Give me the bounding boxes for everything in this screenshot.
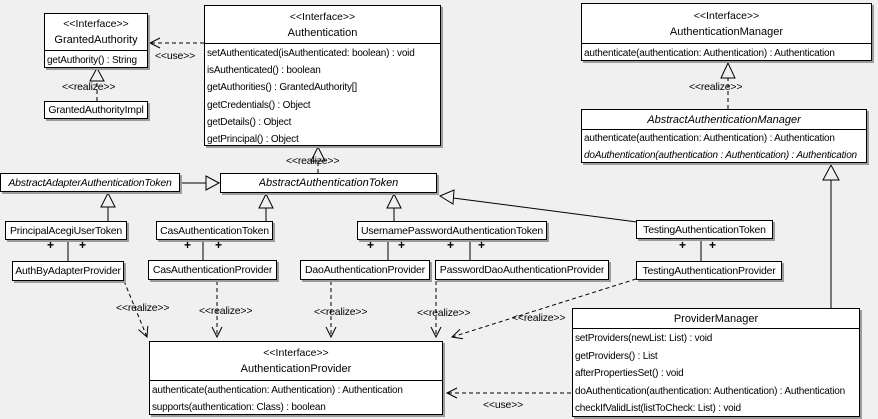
class-name: TestingAuthenticationToken: [643, 223, 766, 236]
method: getAuthorities() : GrantedAuthority[]: [207, 82, 357, 94]
assoc-plus-marker: +: [679, 238, 687, 252]
stereotype-label: <<Interface>>: [63, 18, 129, 30]
method: supports(authentication: Class) : boolea…: [152, 402, 326, 414]
class-title: <<Interface>> AuthenticationManager: [582, 4, 871, 43]
method: getAuthority() : String: [47, 55, 137, 66]
class-auth-by-adapter-provider[interactable]: AuthByAdapterProvider: [12, 261, 124, 281]
class-title: <<Interface>> GrantedAuthority: [45, 14, 147, 50]
gen-principal-to-abstractadapter: [100, 191, 116, 221]
method: isAuthenticated() : boolean: [207, 65, 321, 77]
class-abstract-adapter-authentication-token[interactable]: AbstractAdapterAuthenticationToken: [0, 173, 180, 192]
class-password-dao-authentication-provider[interactable]: PasswordDaoAuthenticationProvider: [435, 260, 609, 280]
class-cas-authentication-provider[interactable]: CasAuthenticationProvider: [148, 260, 277, 280]
class-granted-authority[interactable]: <<Interface>> GrantedAuthority getAuthor…: [44, 13, 148, 68]
methods-compartment: authenticate(authentication: Authenticat…: [582, 43, 871, 62]
class-title: <<Interface>> AuthenticationProvider: [150, 342, 442, 380]
class-name: GrantedAuthority: [54, 34, 138, 46]
class-name: PrincipalAcegiUserToken: [9, 224, 123, 237]
stereotype-label: <<Interface>>: [263, 347, 329, 359]
gen-usernametoken-to-abstracttoken: [386, 192, 402, 221]
assoc-plus-marker: +: [47, 238, 55, 252]
method-abstract: doAuthentication(authentication : Authen…: [584, 149, 857, 161]
realize-label: <<realize>>: [199, 305, 253, 317]
use-label: <<use>>: [155, 50, 196, 62]
class-name: PasswordDaoAuthenticationProvider: [439, 264, 605, 276]
realize-label: <<realize>>: [314, 306, 368, 318]
class-testing-authentication-token[interactable]: TestingAuthenticationToken: [636, 220, 773, 239]
methods-compartment: getAuthority() : String: [45, 50, 147, 69]
method: getProviders() : List: [575, 350, 658, 362]
method: authenticate(authentication: Authenticat…: [152, 385, 403, 396]
gen-testingtoken-to-abstracttoken: [438, 189, 638, 223]
assoc-plus-marker: +: [447, 238, 455, 252]
class-name: ProviderManager: [673, 312, 759, 325]
class-name: CasAuthenticationToken: [160, 224, 269, 237]
class-name: TestingAuthenticationProvider: [642, 264, 776, 277]
class-name: UsernamePasswordAuthenticationToken: [360, 224, 544, 237]
gen-castoken-to-abstracttoken: [258, 192, 274, 221]
stereotype-label: <<Interface>>: [693, 9, 760, 22]
class-cas-authentication-token[interactable]: CasAuthenticationToken: [156, 221, 273, 240]
methods-compartment: authenticate(authentication: Authenticat…: [150, 380, 442, 416]
class-name: CasAuthenticationProvider: [152, 264, 273, 276]
class-authentication-provider[interactable]: <<Interface>> AuthenticationProvider aut…: [149, 341, 443, 415]
class-testing-authentication-provider[interactable]: TestingAuthenticationProvider: [636, 261, 782, 280]
class-abstract-authentication-token[interactable]: AbstractAuthenticationToken: [220, 173, 437, 193]
method: setProviders(newList: List) : void: [575, 333, 713, 344]
class-authentication[interactable]: <<Interface>> Authentication setAuthenti…: [204, 5, 441, 146]
class-title: ProviderManager: [573, 309, 859, 328]
realize-label: <<realize>>: [62, 81, 116, 93]
method: authenticate(authentication: Authenticat…: [584, 133, 835, 144]
assoc-plus-marker: +: [215, 238, 223, 252]
class-title: AbstractAuthenticationManager: [582, 110, 866, 129]
method: getCredentials() : Object: [207, 99, 311, 111]
gen-abstractadapter-to-abstracttoken: [180, 175, 221, 191]
method: afterPropertiesSet() : void: [575, 368, 684, 380]
class-name: Authentication: [287, 26, 358, 39]
class-username-password-authentication-token[interactable]: UsernamePasswordAuthenticationToken: [357, 221, 547, 240]
class-provider-manager[interactable]: ProviderManager setProviders(newList: Li…: [572, 308, 860, 417]
class-name: GrantedAuthorityImpl: [48, 104, 144, 116]
realize-label: <<realize>>: [512, 312, 566, 324]
use-label: <<use>>: [483, 399, 524, 411]
class-name: AuthenticationManager: [669, 25, 784, 38]
class-title: <<Interface>> Authentication: [205, 6, 440, 43]
class-name: AbstractAuthenticationToken: [258, 177, 399, 189]
class-granted-authority-impl[interactable]: GrantedAuthorityImpl: [44, 101, 148, 119]
realize-label: <<realize>>: [116, 302, 170, 314]
method: getPrincipal() : Object: [207, 134, 299, 146]
stereotype-label: <<Interface>>: [289, 10, 356, 23]
class-principal-acegi-user-token[interactable]: PrincipalAcegiUserToken: [5, 221, 127, 240]
class-abstract-authentication-manager[interactable]: AbstractAuthenticationManager authentica…: [581, 109, 867, 163]
method: checkIfValidList(listToCheck: List) : vo…: [575, 403, 741, 415]
realize-label: <<realize>>: [417, 307, 471, 319]
method: getDetails() : Object: [207, 116, 292, 128]
method: authenticate(authentication: Authenticat…: [584, 48, 835, 59]
assoc-plus-marker: +: [367, 238, 375, 252]
class-name: AuthenticationProvider: [240, 363, 352, 375]
method: setAuthenticated(isAuthenticated: boolea…: [207, 48, 415, 59]
methods-compartment: setProviders(newList: List) : void getPr…: [573, 328, 859, 418]
assoc-plus-marker: +: [709, 238, 717, 252]
methods-compartment: setAuthenticated(isAuthenticated: boolea…: [205, 43, 440, 148]
class-name: AuthByAdapterProvider: [15, 265, 121, 277]
method: doAuthentication(authentication: Authent…: [575, 385, 845, 397]
assoc-plus-marker: +: [79, 238, 87, 252]
realize-label: <<realize>>: [286, 155, 340, 167]
methods-compartment: authenticate(authentication: Authenticat…: [582, 129, 866, 165]
class-dao-authentication-provider[interactable]: DaoAuthenticationProvider: [300, 260, 430, 280]
class-authentication-manager[interactable]: <<Interface>> AuthenticationManager auth…: [581, 3, 872, 61]
class-name: DaoAuthenticationProvider: [305, 264, 425, 276]
class-name: AbstractAuthenticationManager: [647, 113, 801, 126]
assoc-plus-marker: +: [478, 238, 486, 252]
gen-providermanager-to-abstractmanager: [822, 163, 840, 308]
realize-label: <<realize>>: [689, 81, 743, 93]
class-name: AbstractAdapterAuthenticationToken: [8, 176, 172, 189]
assoc-plus-marker: +: [184, 238, 192, 252]
assoc-plus-marker: +: [398, 238, 406, 252]
